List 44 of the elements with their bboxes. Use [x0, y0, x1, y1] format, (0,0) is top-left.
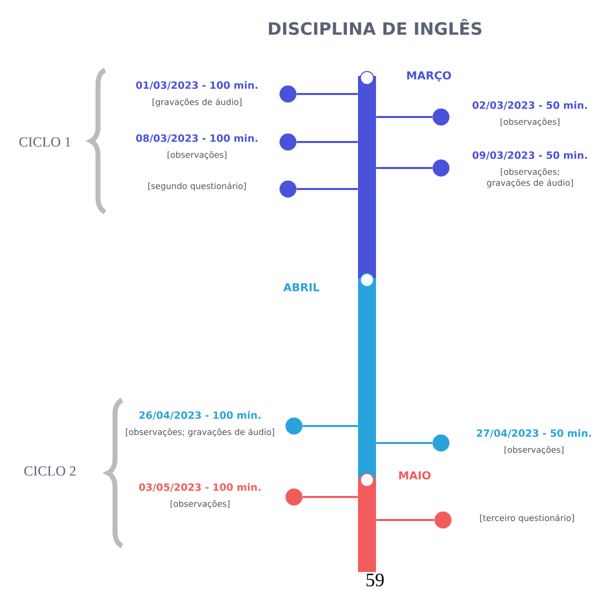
- connector-line: [296, 141, 358, 143]
- connector-line: [376, 167, 432, 169]
- activity-label: [terceiro questionário]: [480, 514, 574, 523]
- timeline-dot: [286, 488, 302, 506]
- timeline-dot: [280, 134, 296, 150]
- timeline-dot: [280, 180, 296, 198]
- activity-label: [observações]: [170, 500, 230, 508]
- cycle-label: CICLO 2: [24, 466, 76, 476]
- date-label: 26/04/2023 - 100 min.: [139, 411, 260, 420]
- activity-label: [observações]: [504, 446, 564, 454]
- connector-line: [302, 424, 358, 427]
- timeline-bar: [358, 478, 376, 572]
- activity-label: [observações]: [168, 151, 226, 160]
- date-label: 02/03/2023 - 50 min.: [472, 101, 587, 110]
- activity-label: [observações; gravações de áudio]: [126, 428, 274, 437]
- activity-label: [observações; gravações de áudio]: [486, 168, 573, 188]
- connector-line: [376, 518, 434, 521]
- timeline-bar: [358, 278, 376, 478]
- connector-line: [376, 442, 432, 444]
- date-label: 09/03/2023 - 50 min.: [472, 151, 587, 160]
- connector-line: [376, 116, 432, 118]
- date-label: 03/05/2023 - 100 min.: [139, 483, 260, 492]
- timeline-dot: [286, 418, 302, 434]
- timeline-bar: [358, 76, 376, 278]
- connector-line: [296, 93, 358, 95]
- activity-label: [gravações de áudio]: [152, 98, 242, 107]
- timeline-dot: [280, 86, 296, 102]
- timeline-dot: [434, 511, 452, 528]
- activity-label: [segundo questionário]: [148, 182, 246, 191]
- date-label: 01/03/2023 - 100 min.: [136, 81, 258, 90]
- timeline-dot: [432, 434, 450, 452]
- connector-line: [296, 188, 358, 190]
- month-label: MARÇO: [407, 71, 451, 82]
- timeline-dot: [432, 108, 450, 126]
- page-number: 59: [366, 574, 384, 586]
- month-label: MAIO: [399, 471, 431, 480]
- date-label: 08/03/2023 - 100 min.: [136, 134, 258, 143]
- timeline-dot: [432, 160, 450, 176]
- cycle-label: CICLO 1: [19, 137, 70, 147]
- connector-line: [302, 496, 358, 498]
- title: DISCIPLINA DE INGLÊS: [268, 19, 482, 35]
- activity-label: [observações]: [500, 118, 560, 126]
- date-label: 27/04/2023 - 50 min.: [476, 429, 591, 438]
- month-label: ABRIL: [283, 283, 320, 292]
